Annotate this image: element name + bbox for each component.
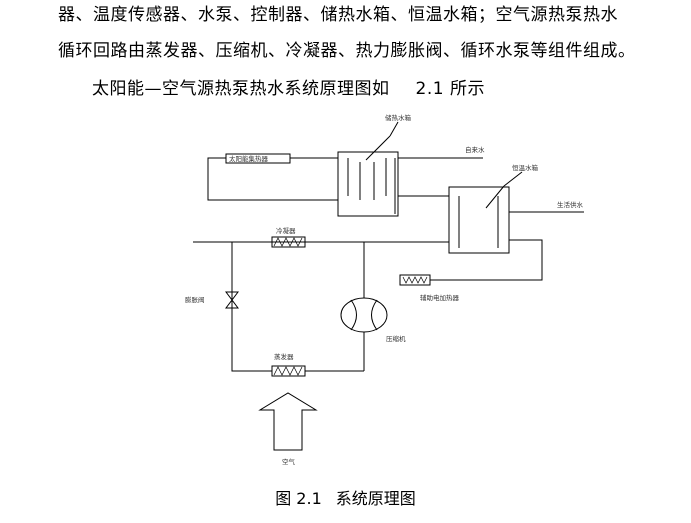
figure-caption: 图 2.1 系统原理图 [0,485,691,509]
label-evaporator: 蒸发器 [274,352,294,361]
air-inlet-arrow [258,392,318,451]
paragraph-line-3: 太阳能—空气源热泵热水系统原理图如 2.1 所示 [92,74,485,99]
label-domestic-water: 生活供水 [557,200,584,209]
label-storage-tank: 储热水箱 [385,113,412,122]
expansion-valve-symbol [225,291,239,309]
paragraph-line-3-text: 太阳能—空气源热泵热水系统原理图如 [92,79,390,99]
figure-reference: 2.1 所示 [415,79,485,99]
paragraph-line-1: 器、温度传感器、水泵、控制器、储热水箱、恒温水箱；空气源热泵热水 [58,5,618,25]
label-aux-heater: 辅助电加热器 [420,293,460,302]
label-condenser: 冷凝器 [276,226,296,235]
label-expansion-valve: 膨胀阀 [185,295,205,304]
label-compressor: 压缩机 [386,334,406,343]
figure-caption-number: 图 2.1 [275,489,322,508]
evaporator-box [271,365,306,377]
label-constant-tank: 恒温水箱 [512,163,539,172]
figure-caption-title: 系统原理图 [335,489,416,508]
label-air: 空气 [282,457,296,466]
label-solar-collector: 太阳能集热器 [229,154,269,163]
compressor-symbol [340,297,388,333]
aux-heater-box [399,274,431,286]
storage-tank-box [337,151,399,217]
paragraph-line-2: 循环回路由蒸发器、压缩机、冷凝器、热力膨胀阀、循环水泵等组件组成。 [58,41,636,61]
constant-tank-box [448,186,510,254]
label-tap-water: 自来水 [465,145,485,154]
